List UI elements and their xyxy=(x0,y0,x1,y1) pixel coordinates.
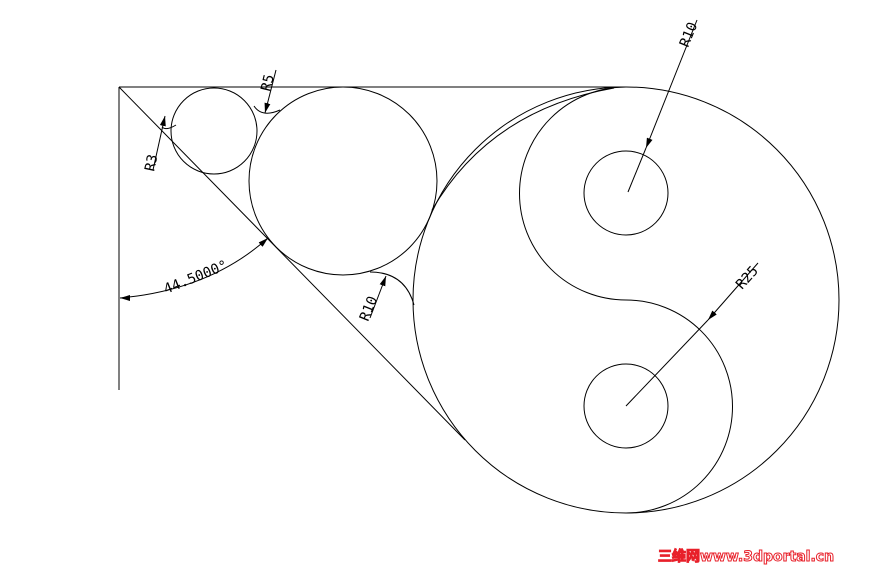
r5-fillet xyxy=(253,105,281,114)
yin-yang-curve xyxy=(519,86,733,514)
upper-eye-circle xyxy=(583,150,669,236)
angle-label: 44.5000° xyxy=(162,258,231,298)
r10-circle-leader-a xyxy=(645,19,698,149)
r5-label: R5 xyxy=(258,73,278,93)
r3-label: R3 xyxy=(142,153,161,173)
tangent-arc xyxy=(431,87,615,211)
r10-circle-label: R10 xyxy=(677,20,701,49)
small-circle xyxy=(170,87,258,175)
r10-circle-leader-b xyxy=(627,147,647,193)
medium-circle xyxy=(248,86,438,276)
lower-eye-circle xyxy=(583,363,669,449)
r3-fillet xyxy=(161,124,177,130)
angle-arc xyxy=(119,237,269,299)
r5-leader xyxy=(264,69,277,114)
r25-leader-b xyxy=(625,319,709,407)
r10-fillet-leader xyxy=(369,275,387,319)
r3-leader xyxy=(152,115,166,171)
r25-leader-a xyxy=(707,262,759,321)
watermark: 三维网www.3dportal.cn xyxy=(657,549,835,566)
diagonal-edge xyxy=(118,86,466,441)
r10-fillet xyxy=(369,271,415,306)
r25-label: R25 xyxy=(733,263,762,293)
angle-arrow-left xyxy=(120,295,130,301)
